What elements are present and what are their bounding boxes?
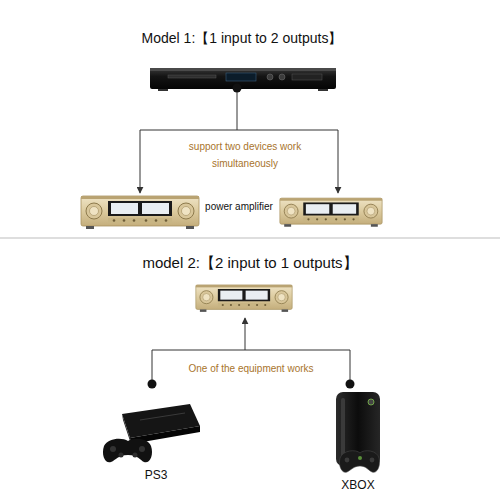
amplifier-icon — [196, 285, 292, 312]
junction-dot — [233, 84, 242, 93]
device-node: XBOX — [336, 477, 380, 493]
device-caption: XBOX — [340, 478, 376, 492]
flow-note: support two devices work simultaneously — [179, 138, 311, 172]
ps3-console — [103, 404, 200, 462]
device-label: power amplifier — [205, 200, 273, 213]
merge-wire — [152, 318, 350, 380]
section-heading: Model 1:【1 input to 2 outputs】 — [142, 29, 343, 47]
section-heading: model 2:【2 input to 1 outputs】 — [142, 253, 357, 272]
dvd-player — [150, 68, 336, 91]
section-divider — [0, 238, 500, 239]
amplifier-icon — [81, 196, 199, 229]
device-node: PS3 — [140, 467, 173, 483]
junction-dot — [346, 380, 355, 389]
junction-dot — [148, 380, 157, 389]
split-wire — [140, 92, 338, 193]
flow-note: One of the equipment works — [188, 362, 313, 375]
xbox-console — [336, 392, 380, 472]
device-caption: PS3 — [144, 468, 169, 482]
amplifier-icon — [280, 198, 382, 227]
